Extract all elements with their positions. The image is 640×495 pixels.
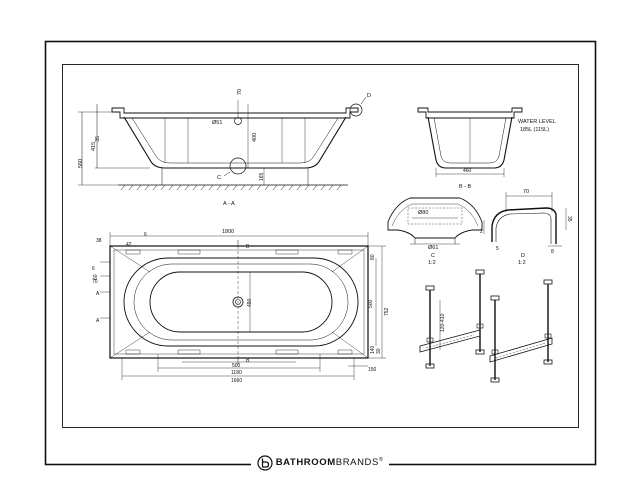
brand-logo-icon	[257, 455, 273, 471]
water-level-label: WATER LEVEL	[518, 119, 556, 125]
marker-b-top: B	[246, 244, 250, 250]
marker-a-top: A	[96, 291, 100, 297]
section-aa-title: A - A	[223, 201, 235, 207]
detail-c-scale: 1:2	[428, 260, 436, 266]
section-bb-title: B - B	[459, 184, 472, 190]
dim-500-vert: 500	[368, 299, 374, 308]
dim-2-d: 2	[480, 229, 483, 235]
detail-c-labels: Ø80 Ø61 C 1:2	[418, 210, 438, 266]
section-aa-labels: 70 Ø51 400 35 415 560 165 C D A - A	[78, 89, 371, 207]
marker-b-bottom: B	[246, 358, 250, 364]
brand-wordmark: BATHROOMBRANDS®	[276, 457, 384, 468]
dim-150: 150	[368, 367, 377, 373]
dim-460: 460	[463, 168, 472, 174]
detail-d-view	[483, 192, 567, 247]
dim-6-top: 6	[144, 232, 147, 238]
dim-30: 30	[376, 348, 382, 354]
dim-d61: Ø61	[428, 245, 438, 251]
dim-60: 60	[93, 274, 99, 280]
water-volume-label: 185L (115L)	[520, 127, 549, 133]
detail-c-view	[387, 197, 483, 245]
plan-view	[100, 232, 386, 380]
detail-c-title: C	[431, 253, 435, 259]
section-aa-view	[78, 96, 367, 191]
dim-5-d: 5	[496, 246, 499, 252]
dim-35-d: 35	[566, 216, 572, 222]
dim-d51: Ø51	[212, 120, 222, 126]
dim-1800: 1800	[222, 229, 234, 235]
dim-70-d: 70	[523, 189, 529, 195]
brand-footer: BATHROOMBRANDS®	[0, 450, 640, 476]
dim-415: 415	[91, 142, 97, 151]
dim-752: 752	[384, 307, 390, 316]
dim-70-plan: 70	[92, 279, 98, 285]
brand-name-light: BRANDS	[335, 457, 379, 469]
dim-490: 490	[247, 298, 253, 307]
detail-d-scale: 1:2	[518, 260, 526, 266]
marker-d: D	[367, 93, 371, 99]
dim-560: 560	[78, 159, 84, 168]
dim-400: 400	[252, 133, 258, 142]
dim-70: 70	[237, 89, 243, 95]
dim-1180: 1180	[231, 370, 242, 376]
detail-d-title: D	[521, 253, 525, 259]
marker-c: C	[217, 175, 221, 181]
dim-38: 38	[96, 238, 102, 244]
outer-frame	[44, 40, 597, 466]
dim-8-d: 8	[551, 249, 554, 255]
section-bb-labels: WATER LEVEL 185L (115L) 460 B - B	[459, 119, 556, 190]
brand-registered: ®	[378, 457, 384, 464]
brand-name-bold: BATHROOM	[275, 457, 336, 469]
dim-42: 42	[126, 242, 132, 248]
dim-140: 140	[370, 345, 376, 354]
dim-d80: Ø80	[418, 210, 428, 216]
section-bb-view	[417, 107, 523, 177]
dim-500: 500	[232, 363, 241, 369]
leg-assembly-view	[419, 269, 553, 383]
inner-frame	[62, 64, 579, 428]
detail-d-labels: 70 35 2 8 5 D 1:2	[480, 189, 572, 266]
dim-6-left: 6	[92, 266, 95, 272]
dim-1660: 1660	[231, 378, 242, 384]
dim-165: 165	[259, 172, 265, 181]
dim-80-right: 80	[370, 254, 376, 260]
plan-labels: 1800 38 42 6 6 60 70 A A B B 490 80 500 …	[92, 229, 390, 384]
marker-a-bottom: A	[96, 318, 100, 324]
leg-height-range: 120-410	[440, 313, 446, 332]
dim-35: 35	[95, 136, 101, 142]
